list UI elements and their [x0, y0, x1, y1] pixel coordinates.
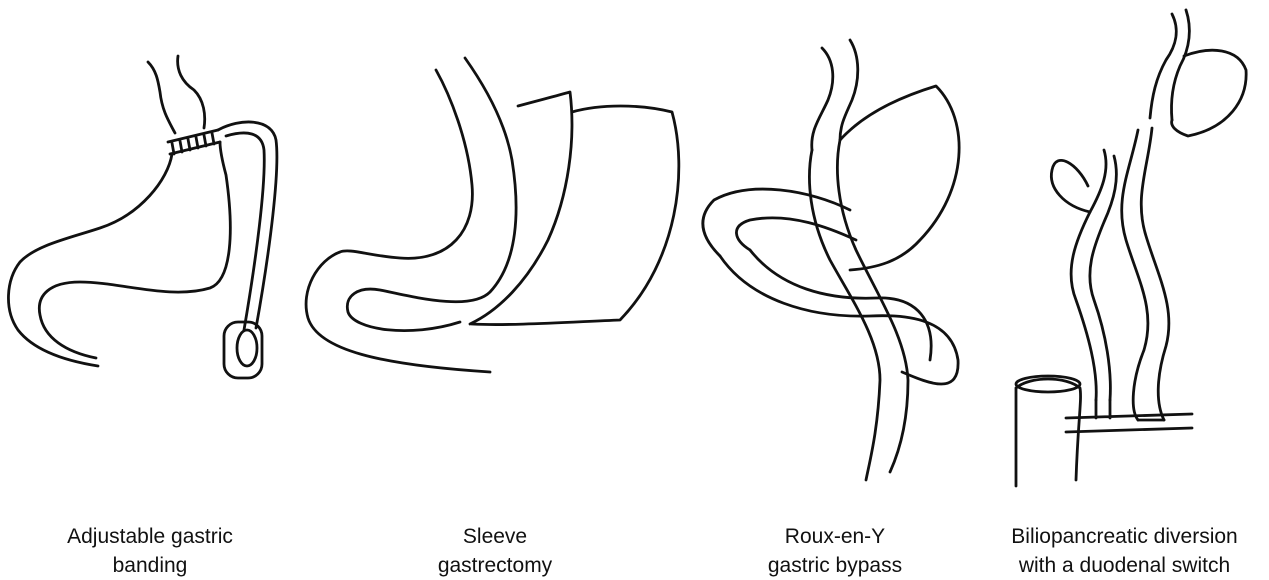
- panel-adjustable-gastric-banding: Adjustable gastric banding: [0, 0, 300, 579]
- biliopancreatic-limb: [703, 189, 850, 256]
- caption-biliopancreatic-diversion: Biliopancreatic diversion with a duodena…: [980, 522, 1269, 580]
- biliopancreatic-limb-inner: [736, 218, 856, 250]
- resected-stomach: [472, 106, 679, 325]
- caption-roux-en-y-gastric-bypass: Roux-en-Y gastric bypass: [690, 522, 980, 580]
- sleeve-inner-wall: [347, 58, 516, 331]
- duodenal-stump: [1051, 160, 1090, 212]
- caption-line-2: banding: [0, 551, 300, 580]
- sleeve-staple-line: [470, 92, 572, 324]
- caption-line-2: gastrectomy: [300, 551, 690, 580]
- biliopancreatic-diversion-illustration: [980, 0, 1269, 510]
- panel-roux-en-y-gastric-bypass: Roux-en-Y gastric bypass: [690, 0, 980, 579]
- caption-sleeve-gastrectomy: Sleeve gastrectomy: [300, 522, 690, 580]
- band-tubing: [218, 122, 277, 330]
- stomach-outline: [8, 154, 172, 366]
- esophagus-outline-inner: [1171, 10, 1189, 120]
- esophagus-outline: [148, 62, 175, 133]
- roux-en-y-illustration: [690, 0, 980, 510]
- sleeve-inner-wall: [1141, 128, 1169, 420]
- caption-adjustable-gastric-banding: Adjustable gastric banding: [0, 522, 300, 580]
- caption-line-2: with a duodenal switch: [980, 551, 1269, 580]
- gastric-banding-illustration: [0, 0, 300, 510]
- sleeve-gastrectomy-illustration: [300, 0, 690, 510]
- stomach-inner-curve: [39, 142, 230, 358]
- panel-biliopancreatic-diversion: Biliopancreatic diversion with a duodena…: [980, 0, 1269, 579]
- caption-line-1: Sleeve: [300, 522, 690, 551]
- panel-sleeve-gastrectomy: Sleeve gastrectomy: [300, 0, 690, 579]
- access-port-septum: [237, 330, 257, 366]
- caption-line-1: Adjustable gastric: [0, 522, 300, 551]
- sleeve-outer-wall: [306, 70, 490, 372]
- jejunal-loop-inner: [750, 250, 931, 360]
- caption-line-1: Biliopancreatic diversion: [980, 522, 1269, 551]
- caption-line-1: Roux-en-Y: [690, 522, 980, 551]
- esophagus-outline: [812, 48, 833, 150]
- common-channel: [1066, 400, 1192, 432]
- roux-limb-inner: [837, 140, 908, 472]
- remnant-stomach: [840, 86, 959, 270]
- esophagus-outline-inner: [178, 56, 205, 128]
- caption-line-2: gastric bypass: [690, 551, 980, 580]
